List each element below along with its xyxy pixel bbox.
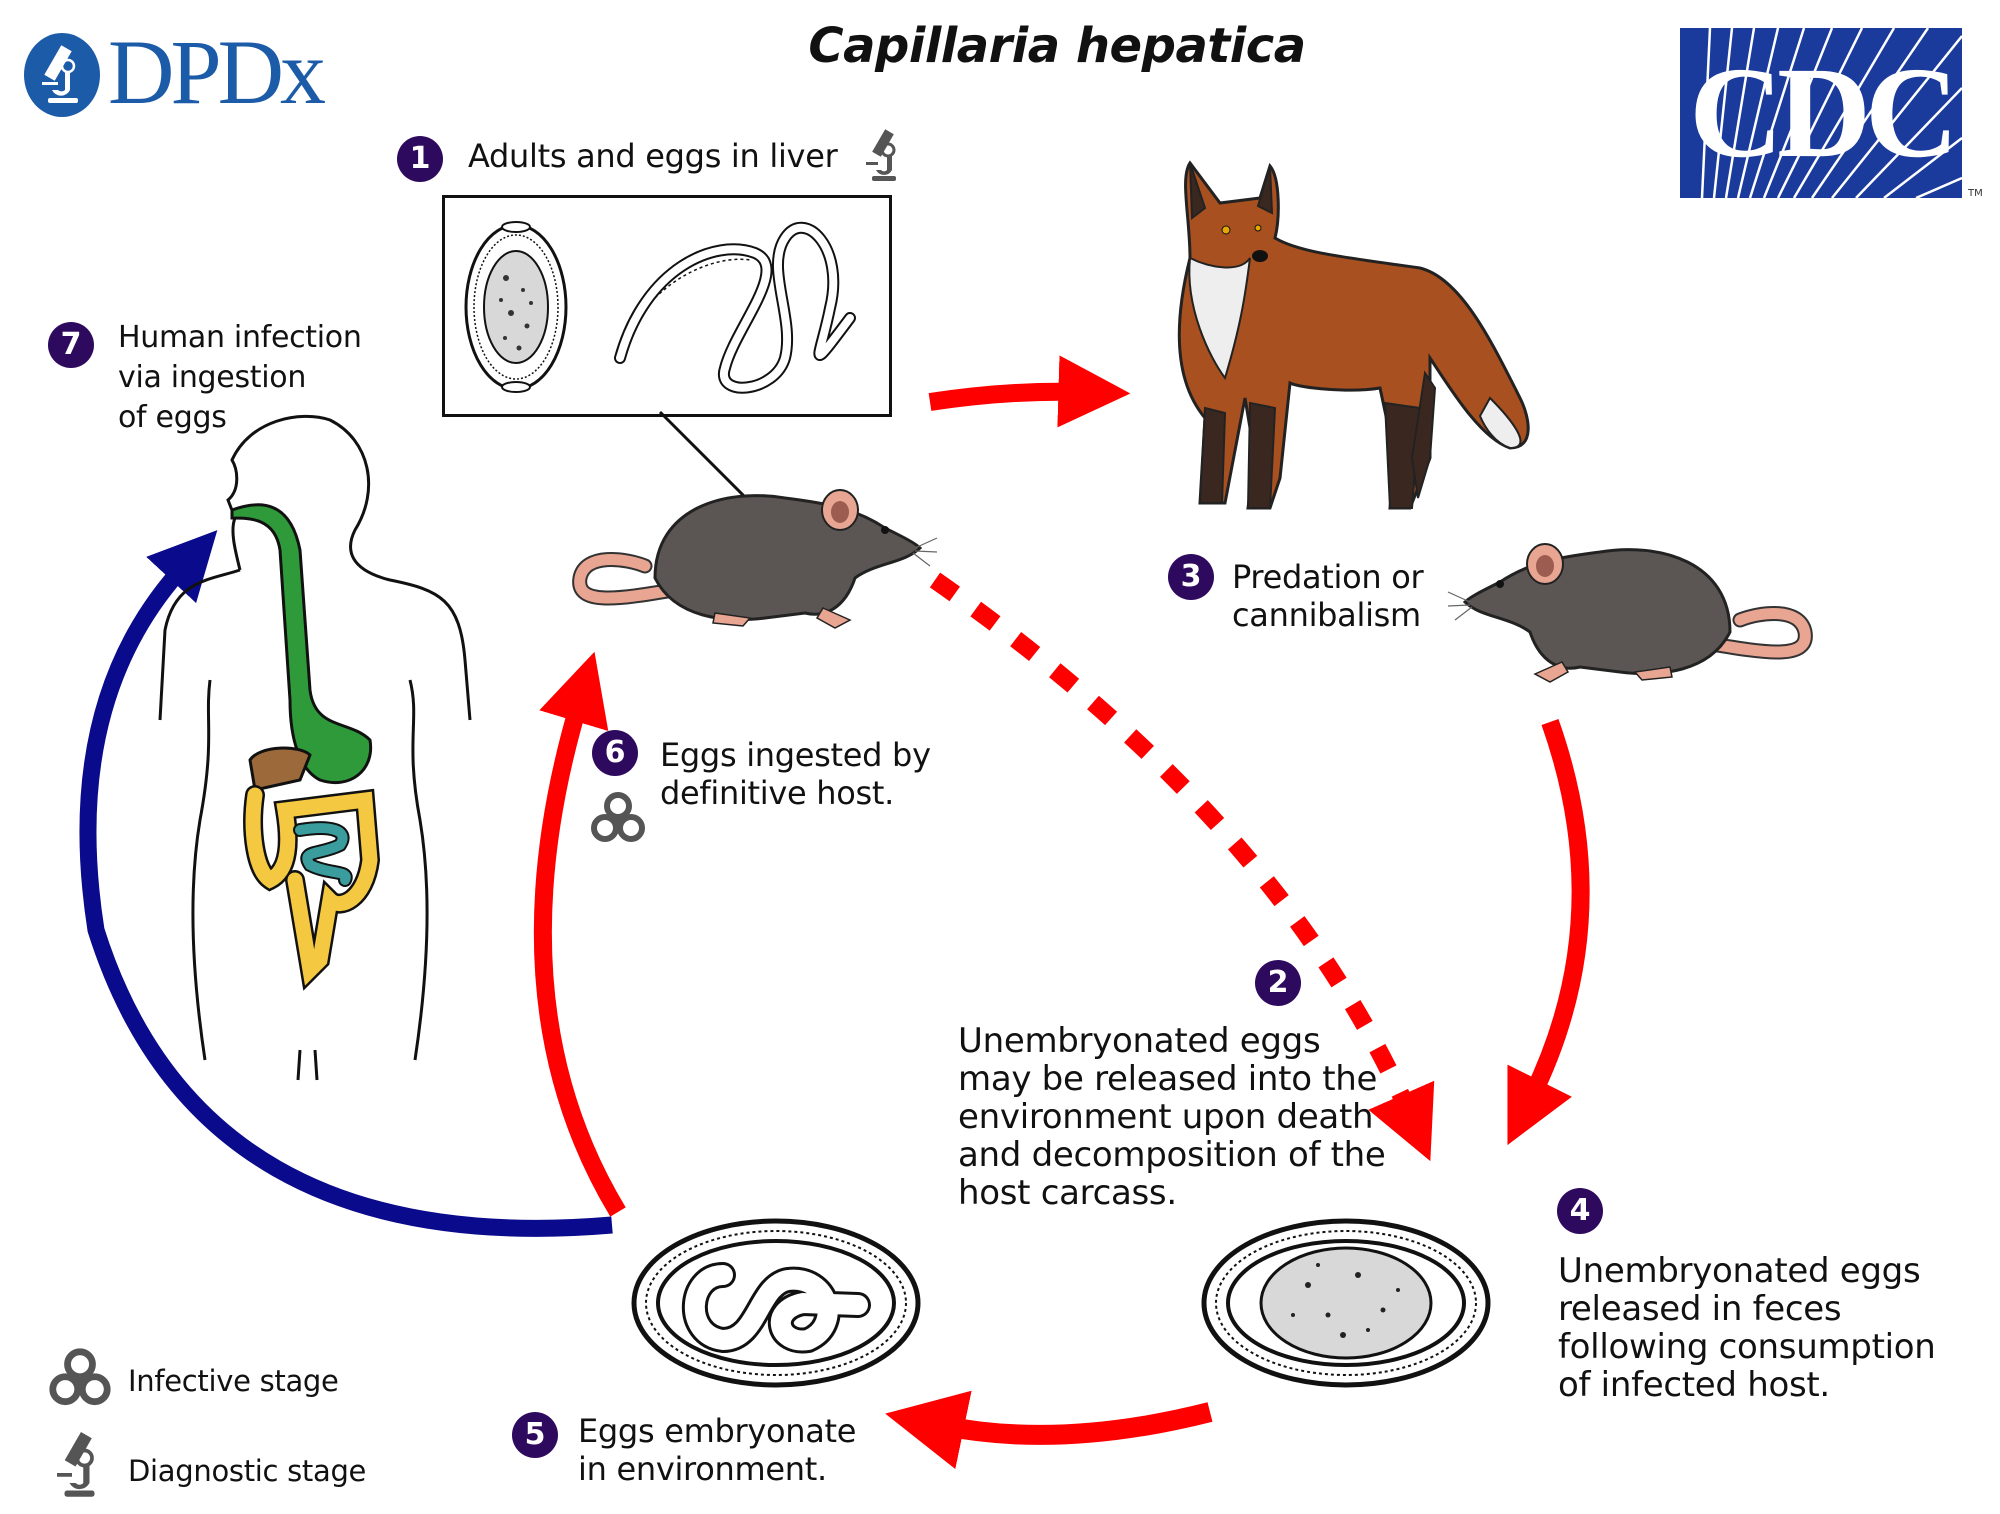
trademark-symbol: TM [1968,188,1983,199]
legend-label-infective: Infective stage [128,1364,339,1398]
arrow-egg-embryonate [885,1390,1213,1470]
step-4-badge: 4 [1557,1188,1603,1234]
rat-illustration [572,489,938,629]
arrow-rat-to-fox [928,355,1131,428]
embryonated-egg-drawing [631,1218,921,1388]
step-7-badge: 7 [48,322,94,368]
step-6-badge: 6 [592,730,638,776]
step-1-badge: 1 [397,136,443,182]
arrow-carcass-dashed [929,572,1435,1162]
step-6-label: Eggs ingested by definitive host. [660,736,931,812]
cdc-logo-rays [1700,28,1962,198]
cdc-wordmark: CDC [1689,41,1959,185]
microscope-icon [866,129,896,181]
biohazard-icon [591,792,645,842]
cdc-logo: CDC [1680,28,1962,198]
adults-eggs-illustration-box [442,195,892,417]
step-3-label: Predation or cannibalism [1232,558,1424,634]
step-2-badge: 2 [1255,960,1301,1006]
step-4-label: Unembryonated eggs released in feces fol… [1558,1251,1936,1405]
step-3-badge: 3 [1168,554,1214,600]
adult-worm-drawing [614,221,856,394]
step-1-label: Adults and eggs in liver [468,137,838,175]
capillaria-egg-drawing [464,221,568,393]
fox-illustration [1177,160,1530,510]
step-5-badge: 5 [512,1412,558,1458]
biohazard-icon [49,1348,111,1406]
arrow-human-infection [79,530,613,1237]
rat-illustration-2 [1447,543,1813,683]
step-2-label: Unembryonated eggs may be released into … [958,1021,1386,1213]
arrow-ingestion-rat [533,651,626,1217]
dpdx-wordmark: DPDx [108,21,326,123]
microscope-icon [24,33,100,117]
step-7-label: Human infection via ingestion of eggs [118,320,362,435]
unembryonated-egg-drawing [1201,1218,1491,1388]
arrow-host-to-feces [1507,719,1590,1146]
diagram-title: Capillaria hepatica [808,18,1306,74]
step-5-label: Eggs embryonate in environment. [578,1412,857,1488]
legend-label-diagnostic: Diagnostic stage [128,1454,367,1488]
microscope-icon [57,1432,95,1497]
human-digestive-figure [158,414,472,1081]
